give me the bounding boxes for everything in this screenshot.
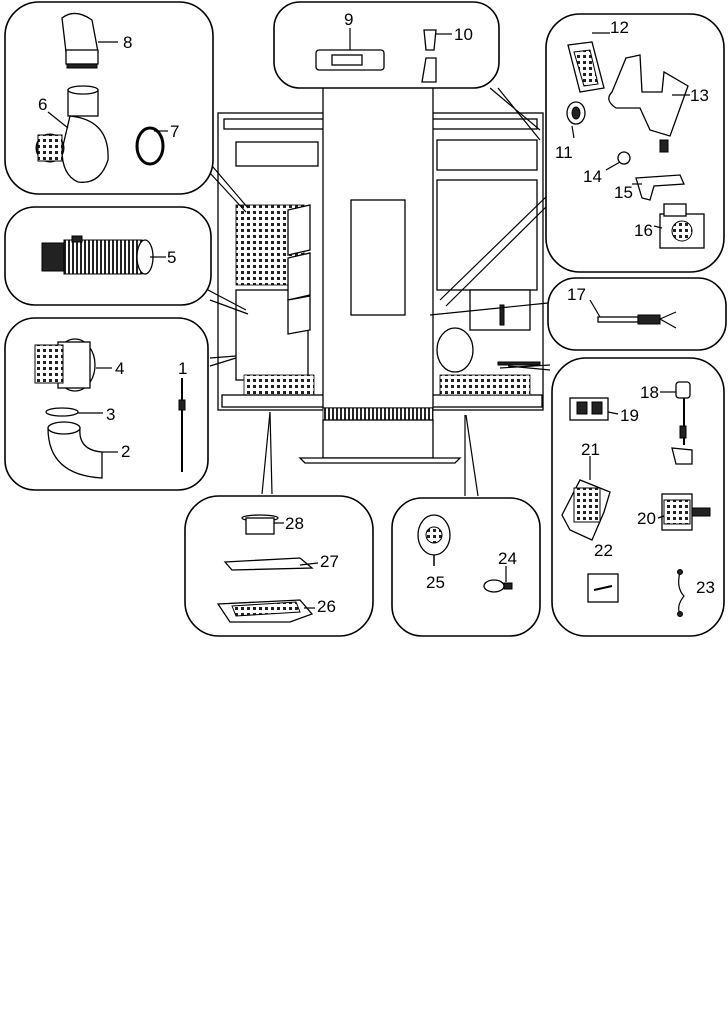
- part-22-label: [587, 573, 619, 603]
- callout-1: 1: [178, 359, 187, 378]
- callout-21: 21: [581, 440, 600, 459]
- part-13-chute: [608, 54, 689, 153]
- callout-22: 22: [594, 541, 613, 560]
- part-19-switch: [569, 397, 609, 421]
- panel-ignition-tool: 17: [547, 277, 727, 351]
- callout-10: 10: [454, 25, 473, 44]
- callout-7: 7: [170, 122, 179, 141]
- part-8-elbow: [61, 12, 99, 69]
- callout-15: 15: [614, 183, 633, 202]
- callout-4: 4: [115, 359, 124, 378]
- part-27-plate: [223, 557, 314, 571]
- callout-2: 2: [121, 442, 130, 461]
- part-20-motor: [661, 493, 711, 531]
- part-17-tool: [597, 311, 677, 329]
- panel-sensors: 24 25: [391, 497, 541, 637]
- part-10-brackets: [421, 29, 437, 83]
- callout-25: 25: [426, 573, 445, 592]
- callout-26: 26: [317, 597, 336, 616]
- panel-electrical: 18 19 21 20 22 23: [551, 357, 725, 637]
- part-18-connector: [671, 381, 693, 465]
- callout-14: 14: [583, 167, 602, 186]
- part-5-fan: [41, 235, 154, 275]
- panel-burn-pot: 28 27 26: [184, 495, 374, 637]
- part-12-plate: [567, 41, 605, 93]
- callout-19: 19: [620, 406, 639, 425]
- part-4-blower: [34, 338, 96, 392]
- part-21-board: [561, 479, 611, 541]
- part-16-motor: [659, 203, 705, 249]
- part-23-cable: [677, 569, 685, 617]
- callout-16: 16: [634, 221, 653, 240]
- part-24-thermostat: [483, 579, 513, 593]
- leader-lines: [206, 87, 551, 497]
- part-3-gasket: [45, 407, 79, 417]
- part-15-bracket: [635, 174, 685, 201]
- panel-combustion-fan: 8 6 7: [4, 1, 214, 195]
- part-26-tray: [216, 599, 314, 623]
- part-25-switch: [417, 514, 451, 566]
- callout-6: 6: [38, 95, 47, 114]
- callout-18: 18: [640, 383, 659, 402]
- callout-24: 24: [498, 549, 517, 568]
- front-window: [350, 199, 406, 316]
- callout-9: 9: [344, 10, 353, 29]
- callout-20: 20: [637, 509, 656, 528]
- callout-3: 3: [106, 405, 115, 424]
- part-28-cup: [241, 514, 279, 535]
- panel-convection-fan: 5: [4, 206, 212, 306]
- panel-control-display: 9 10: [273, 1, 500, 89]
- part-14-knob: [617, 151, 631, 165]
- part-2-elbow: [47, 427, 103, 479]
- part-9-display: [315, 49, 385, 71]
- stove-foot: [298, 457, 462, 464]
- callout-27: 27: [320, 552, 339, 571]
- callout-11: 11: [555, 143, 573, 162]
- callout-23: 23: [696, 578, 715, 597]
- panel-exhaust: 4 3 2 1: [4, 317, 209, 491]
- part-6-blower: [35, 85, 109, 183]
- callout-8: 8: [123, 33, 132, 52]
- callout-5: 5: [167, 248, 176, 267]
- callout-17: 17: [567, 285, 586, 304]
- part-7-gasket: [135, 126, 165, 166]
- panel-hopper-parts: 12 13 11 14 15 16: [545, 13, 725, 273]
- callout-28: 28: [285, 514, 304, 533]
- callout-13: 13: [690, 86, 709, 105]
- callout-12: 12: [610, 18, 629, 37]
- stove-body: [217, 79, 544, 464]
